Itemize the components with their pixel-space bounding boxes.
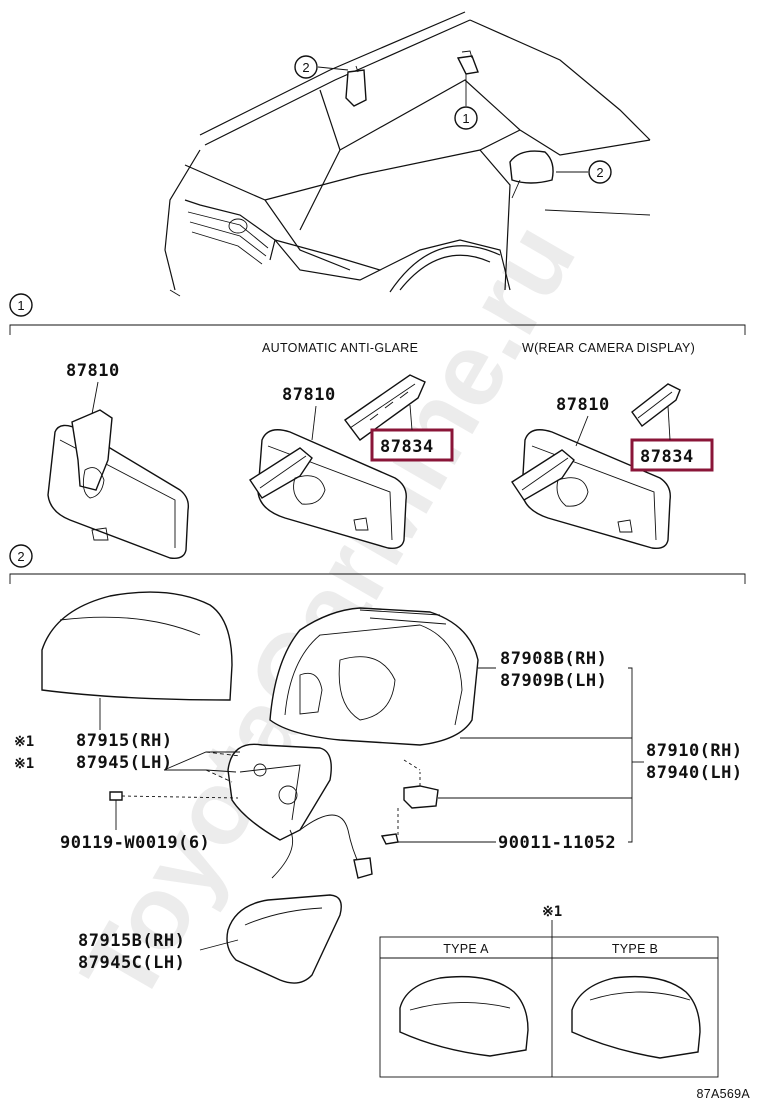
mirror-cover-b <box>226 894 342 984</box>
highlight-87834-camera <box>630 438 714 472</box>
part-label-87909b-lh: 87909B(LH) <box>500 671 607 691</box>
clip-bracket <box>380 759 439 845</box>
part-label-87945-lh: 87945(LH) <box>76 753 173 773</box>
part-label-90119-w0019: 90119-W0019(6) <box>60 833 210 853</box>
caption-rear-camera-display: W(REAR CAMERA DISPLAY) <box>522 341 695 355</box>
part-label-87915-rh: 87915(RH) <box>76 731 173 751</box>
car-overview-illustration <box>164 11 651 297</box>
note-marker-types: ※1 <box>542 904 562 920</box>
type-a-label: TYPE A <box>443 942 489 956</box>
camera-cover <box>631 383 681 427</box>
part-label-87915b-rh: 87915B(RH) <box>78 931 185 951</box>
screw <box>109 791 239 812</box>
outside-mirror-cover <box>41 591 233 701</box>
part-label-87910-rh: 87910(RH) <box>646 741 743 761</box>
callout-2-outside: 2 <box>556 160 612 184</box>
part-label-87945c-lh: 87945C(LH) <box>78 953 185 973</box>
svg-text:2: 2 <box>302 60 309 75</box>
note-marker-cover-lh: ※1 <box>14 756 34 772</box>
part-label-87908b-rh: 87908B(RH) <box>500 649 607 669</box>
callout-2-interior: 2 <box>294 55 349 79</box>
mirror-base-bracket <box>227 743 373 879</box>
caption-automatic-anti-glare: AUTOMATIC ANTI-GLARE <box>262 341 418 355</box>
part-label-87940-lh: 87940(LH) <box>646 763 743 783</box>
part-label-87834-camera: 87834 <box>640 447 694 467</box>
leader-lines-right <box>398 667 644 843</box>
callout-1-sensor: 1 <box>454 74 478 130</box>
part-label-87810-anti-glare: 87810 <box>282 385 336 405</box>
svg-text:2: 2 <box>17 549 24 564</box>
svg-text:2: 2 <box>596 165 603 180</box>
type-a-cover <box>399 975 529 1057</box>
anti-glare-cover <box>344 374 426 441</box>
section-2-header: 2 <box>9 544 746 584</box>
drawing-code: 87A569A <box>696 1087 750 1101</box>
inner-mirror-anti-glare <box>249 429 407 550</box>
part-label-87834-anti-glare: 87834 <box>380 437 434 457</box>
svg-text:1: 1 <box>462 111 469 126</box>
note-marker-cover-rh: ※1 <box>14 734 34 750</box>
inner-mirror-basic <box>47 409 190 560</box>
type-b-label: TYPE B <box>612 942 658 956</box>
type-b-cover <box>571 975 701 1059</box>
inner-mirror-camera <box>511 429 671 550</box>
outside-mirror-body <box>269 607 479 746</box>
section-1-header: 1 <box>9 293 746 335</box>
type-table <box>379 936 719 1078</box>
highlight-87834-anti-glare <box>370 428 454 462</box>
part-label-87810-basic: 87810 <box>66 361 120 381</box>
svg-text:1: 1 <box>17 298 24 313</box>
part-label-87810-camera: 87810 <box>556 395 610 415</box>
part-label-90011-11052: 90011-11052 <box>498 833 616 853</box>
